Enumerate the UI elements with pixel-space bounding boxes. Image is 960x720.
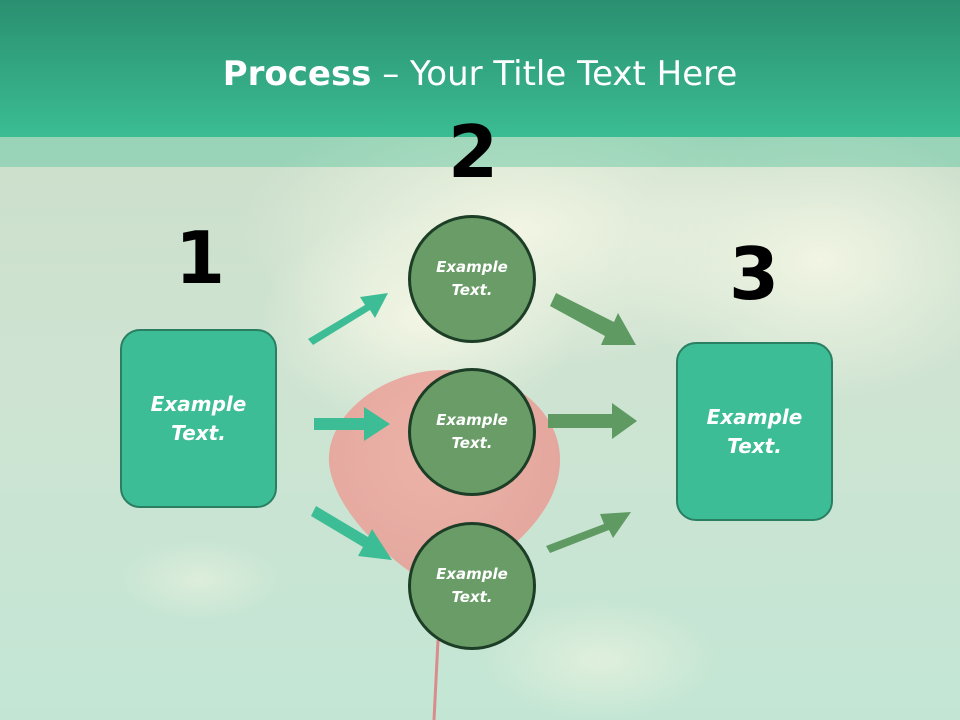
arrow-right-left <box>314 407 390 441</box>
page-title: Process – Your Title Text Here <box>0 50 960 98</box>
step-number-3: 3 <box>728 232 780 316</box>
right-arrows <box>546 293 637 553</box>
title-bold: Process <box>222 54 372 94</box>
circle-middle-line1: Example <box>436 411 508 429</box>
arrow-right-right <box>548 403 637 439</box>
right-box-line1: Example <box>706 404 803 429</box>
arrow-down-right-right <box>550 293 636 345</box>
circle-bottom-line1: Example <box>436 565 508 583</box>
circle-middle-line2: Text. <box>451 434 493 452</box>
left-box-line2: Text. <box>171 420 226 445</box>
left-box-line1: Example <box>150 391 247 416</box>
circle-top-line1: Example <box>436 258 508 276</box>
step-number-2: 2 <box>447 110 499 194</box>
arrow-down-right-left <box>311 506 392 560</box>
circle-bottom-line2: Text. <box>451 588 493 606</box>
arrow-up-right-right <box>546 512 631 553</box>
arrow-up-right-left <box>308 293 388 345</box>
step-number-1: 1 <box>174 216 226 300</box>
left-arrows <box>308 293 392 560</box>
title-rest: – Your Title Text Here <box>371 54 738 94</box>
title-banner <box>0 0 960 137</box>
right-box-line2: Text. <box>727 433 782 458</box>
title-banner-strip <box>0 137 960 167</box>
circle-top-line2: Text. <box>451 281 493 299</box>
